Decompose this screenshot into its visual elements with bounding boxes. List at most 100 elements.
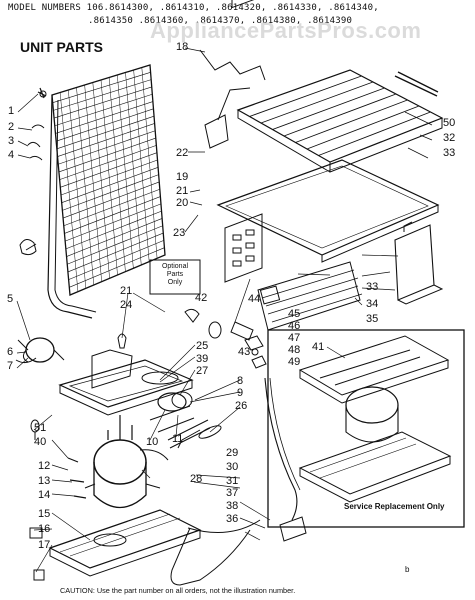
callout-label: 36: [226, 513, 239, 525]
callout-label: 24: [120, 299, 133, 311]
fan-bracket: [91, 333, 133, 389]
callout-label: 45: [288, 308, 301, 320]
compressor-base: [29, 509, 202, 581]
callout-label: 35: [366, 313, 379, 325]
callout-label: 19: [176, 171, 189, 183]
callout-label: 18: [176, 41, 189, 53]
line-art-stroke: [141, 67, 158, 259]
callout-label: 32: [443, 132, 456, 144]
model-numbers-line2: .8614350 .8614360, .8614370, .8614380, .…: [88, 16, 353, 26]
line-art-stroke: [283, 93, 397, 137]
callout-label: 42: [195, 292, 208, 304]
leader-lines: [16, 47, 433, 573]
line-art-stroke: [76, 87, 94, 286]
optional-line: Parts: [166, 271, 184, 279]
line-art-stroke: [125, 72, 142, 266]
line-art-stroke: [117, 74, 134, 269]
model-numbers-line1: MODEL NUMBERS 106.8614300, .8614310, .86…: [8, 3, 379, 13]
callout-label: 13: [38, 475, 51, 487]
callout-label: 37: [226, 487, 239, 499]
line-art-stroke: [318, 111, 431, 156]
mounting-hardware-left: [19, 87, 47, 256]
optional-line: Optional: [161, 263, 189, 270]
line-art-stroke: [306, 105, 420, 150]
callout-label: 14: [38, 489, 51, 501]
callout-label: 50: [443, 117, 456, 129]
line-art-stroke: [59, 92, 79, 292]
optional-parts-note: Optional Parts Only: [150, 263, 200, 287]
line-art-stroke: [100, 79, 118, 276]
callout-label: 39: [196, 353, 209, 365]
callout-label: 28: [190, 473, 203, 485]
callout-label: 9: [237, 387, 244, 399]
callout-label: 5: [7, 293, 14, 305]
callout-label: 12: [38, 460, 51, 472]
callout-label: 6: [7, 346, 14, 358]
service-inset: [267, 329, 465, 528]
callout-label: 23: [173, 227, 186, 239]
watermark-logo: AppliancePartsPros.com: [150, 18, 422, 43]
callout-label: 44: [248, 293, 261, 305]
callout-label: 31: [226, 475, 239, 487]
callout-label: 26: [235, 400, 248, 412]
right-bracket: [394, 221, 444, 305]
control-parts: [184, 308, 267, 369]
callout-label: 4: [8, 149, 15, 161]
callout-label: 51: [34, 422, 47, 434]
line-art-stroke: [68, 89, 87, 289]
callout-label: 21: [120, 285, 133, 297]
callout-label: 1: [8, 105, 15, 117]
callout-label: 46: [288, 320, 301, 332]
service-replacement-note: Service Replacement Only: [344, 502, 445, 511]
callout-label: 10: [146, 436, 159, 448]
optional-parts-box: [149, 259, 201, 295]
callout-label: 25: [196, 340, 209, 352]
fan-motor: [15, 337, 65, 364]
callout-label: 27: [196, 365, 209, 377]
line-art-stroke: [108, 77, 126, 272]
callout-label: 17: [38, 539, 51, 551]
callout-label: 33: [366, 281, 379, 293]
line-art-stroke: [92, 82, 110, 279]
line-art-stroke: [272, 87, 385, 130]
rear-panel: [224, 213, 263, 283]
diagram-title: UNIT PARTS: [20, 39, 103, 55]
optional-line: Only: [167, 279, 183, 287]
callout-label: 20: [176, 197, 189, 209]
callout-label: 41: [312, 341, 325, 353]
callout-label: 2: [8, 121, 15, 133]
condenser-coil: [47, 64, 166, 319]
callout-label: 38: [226, 500, 239, 512]
callout-label: 40: [34, 436, 47, 448]
compressor: [84, 415, 169, 508]
evaporator-tubing: [199, 0, 266, 149]
line-art-stroke: [133, 69, 150, 262]
callout-label: 3: [8, 135, 15, 147]
callout-label: 43: [238, 346, 251, 358]
line-art-stroke: [260, 81, 374, 124]
compressor-grommets: [30, 419, 87, 499]
callout-label: 49: [288, 356, 301, 368]
defrost-drain-pan: [58, 359, 194, 416]
callout-label: 47: [288, 332, 301, 344]
evaporator-cover: [216, 159, 440, 263]
callout-label: 7: [7, 360, 14, 372]
callout-label: 11: [172, 433, 184, 445]
line-art-stroke: [249, 75, 362, 117]
callout-label: 30: [226, 461, 239, 473]
callout-label: 48: [288, 344, 301, 356]
callout-label: 8: [237, 375, 244, 387]
line-art-stroke: [84, 84, 102, 282]
callout-label: 15: [38, 508, 51, 520]
evaporator-assembly: [236, 69, 444, 173]
callout-label: 29: [226, 447, 239, 459]
caution-caption: CAUTION: Use the part number on all orde…: [60, 586, 296, 595]
callout-label: 22: [176, 147, 189, 159]
callout-label: 33: [443, 147, 456, 159]
corner-mark: b: [405, 565, 410, 574]
callout-label: 21: [176, 185, 189, 197]
line-art-stroke: [295, 99, 408, 143]
callout-label: 16: [38, 523, 51, 535]
